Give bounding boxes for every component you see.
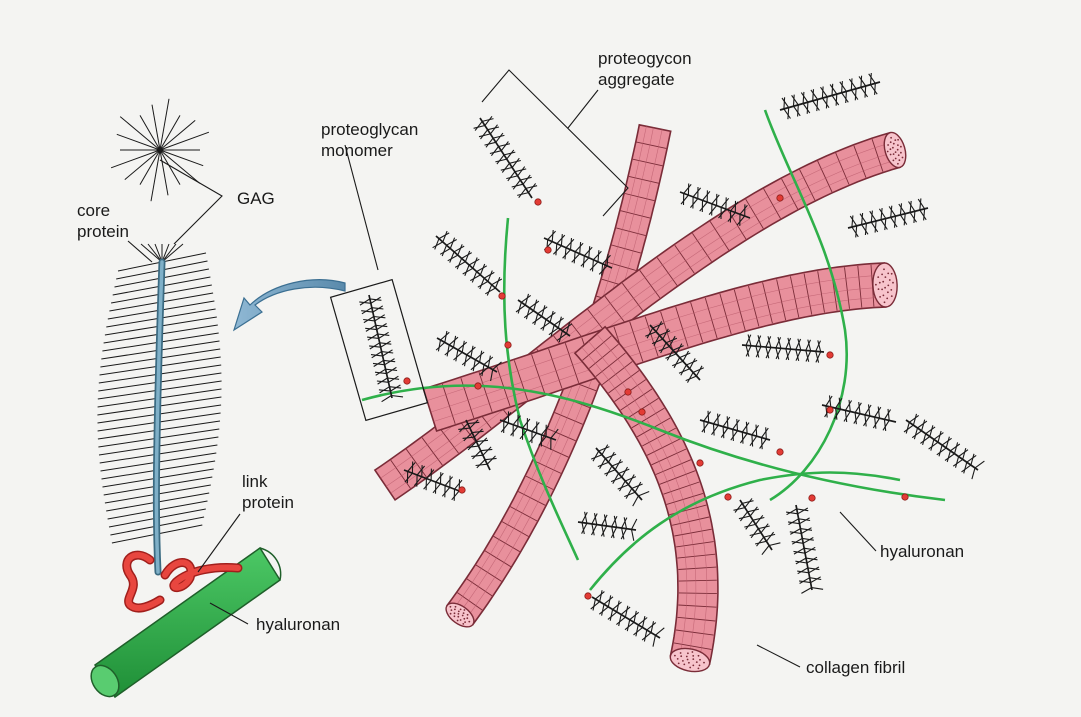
collagen-fibril-label: collagen fibril <box>806 658 905 677</box>
proteoglycan-monomer <box>433 231 502 295</box>
hyaluronan-cylinder <box>85 548 280 702</box>
proteoglycan-monomer <box>848 198 928 237</box>
proteoglycan-monomer <box>591 590 665 646</box>
proteoglycan-monomer <box>474 116 537 198</box>
proteoglycan-monomer <box>700 411 770 449</box>
aggregate-bracket <box>482 70 628 216</box>
monomer-leader <box>345 145 378 270</box>
gag-star <box>111 99 209 201</box>
attachment-dot <box>639 409 645 415</box>
monomer-label: proteoglycan <box>321 120 418 139</box>
proteoglycan-monomer <box>742 335 824 363</box>
hyaluronan-left-label: hyaluronan <box>256 615 340 634</box>
attachment-dot <box>625 389 631 395</box>
core-protein-label: core <box>77 201 110 220</box>
attachment-dot <box>459 487 465 493</box>
hyaluronan-right-leader <box>840 512 876 551</box>
monomer-label-2: monomer <box>321 141 393 160</box>
attachment-dot <box>809 495 815 501</box>
attachment-dot <box>545 247 551 253</box>
aggregate-leader <box>568 90 598 128</box>
attachment-dot <box>535 199 541 205</box>
gag-leader <box>160 160 222 244</box>
attachment-dot <box>827 407 833 413</box>
attachment-dot <box>499 293 505 299</box>
monomer-inset-box <box>331 280 428 421</box>
attachment-dot <box>777 449 783 455</box>
proteoglycan-monomer <box>734 498 781 554</box>
aggregate-label: proteogycon <box>598 49 692 68</box>
proteoglycan-monomer <box>436 331 501 381</box>
attachment-dot <box>827 352 833 358</box>
proteoglycan-monomer <box>359 295 403 402</box>
proteoglycan-monomer <box>786 505 823 593</box>
collagen-fibril-4 <box>575 327 718 675</box>
attachment-dot <box>725 494 731 500</box>
proteoglycan-monomer <box>780 73 880 119</box>
link-protein-label-2: protein <box>242 493 294 512</box>
zoom-arrow <box>234 280 345 330</box>
proteoglycan-monomer <box>578 512 637 541</box>
link-protein-label: link <box>242 472 268 491</box>
proteoglycan-monomer <box>591 445 649 507</box>
attachment-dot <box>505 342 511 348</box>
attachment-dot <box>404 378 410 384</box>
attachment-dot <box>902 494 908 500</box>
attachment-dot <box>475 383 481 389</box>
hyaluronan-right-label: hyaluronan <box>880 542 964 561</box>
proteoglycan-monomer <box>544 230 612 276</box>
collagen-leader <box>757 645 800 667</box>
attachment-dot <box>697 460 703 466</box>
gag-label: GAG <box>237 189 275 208</box>
attachment-dot <box>777 195 783 201</box>
attachment-dot <box>585 593 591 599</box>
core-protein-label-2: protein <box>77 222 129 241</box>
aggregate-label-2: aggregate <box>598 70 675 89</box>
proteoglycan-monomer <box>904 414 984 479</box>
